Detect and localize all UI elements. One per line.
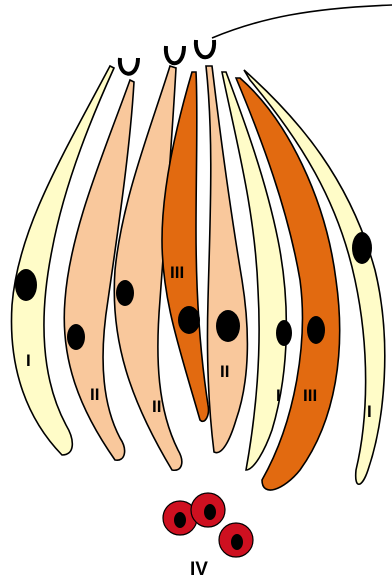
label-type-2: II <box>220 362 229 381</box>
basal-cell-cluster <box>163 493 253 557</box>
nucleus <box>352 232 372 264</box>
nucleus <box>15 269 37 301</box>
label-type-4: IV <box>190 559 208 576</box>
label-type-1: I <box>26 351 31 370</box>
label-type-2: II <box>152 397 161 416</box>
label-type-2: II <box>90 385 99 404</box>
nucleus <box>204 504 216 520</box>
cell-type-3-right <box>236 78 340 490</box>
label-type-1: I <box>367 402 372 421</box>
nucleus <box>276 320 292 346</box>
microvilli-cup <box>166 46 184 63</box>
label-type-3: III <box>170 263 184 282</box>
nucleus <box>116 280 134 306</box>
nucleus <box>216 310 240 342</box>
label-type-3: III <box>303 386 317 405</box>
microvilli-cup <box>120 58 138 74</box>
pointer-line <box>212 5 392 38</box>
microvilli-cup <box>196 40 214 57</box>
nucleus <box>178 306 200 334</box>
nucleus <box>231 534 243 550</box>
nucleus <box>174 512 186 528</box>
nucleus <box>67 324 85 350</box>
label-type-1: I <box>276 386 281 405</box>
nucleus <box>307 316 325 344</box>
